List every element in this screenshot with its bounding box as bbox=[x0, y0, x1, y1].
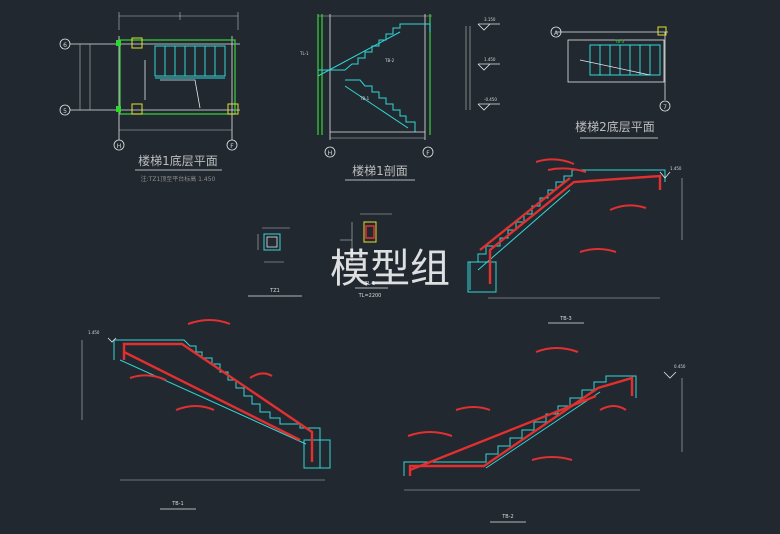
section1: TL-1 TB-2 TB-1 H F 楼梯1剖面 bbox=[299, 14, 434, 181]
tb1-detail: 1.450 TB-1 bbox=[81, 319, 331, 510]
level-mid: 1.450 bbox=[484, 57, 496, 62]
axis-F: F bbox=[226, 139, 238, 151]
section1-axis-H-label: H bbox=[328, 150, 333, 157]
plan1: 6 5 H F 楼梯1底层平面 注:TZ1顶至平台标高 1.450 bbox=[59, 12, 240, 183]
plan2-axis-7: 7 bbox=[659, 100, 671, 112]
tl1-label: TL-1 bbox=[364, 281, 376, 287]
plan2-axis-A-label: A bbox=[554, 30, 559, 37]
plan1-title: 楼梯1底层平面 bbox=[138, 153, 218, 168]
section1-label-tb1: TB-1 bbox=[359, 96, 370, 101]
axis-F-label: F bbox=[230, 143, 234, 150]
axis-H: H bbox=[113, 139, 125, 151]
section1-axis-H: H bbox=[324, 146, 336, 158]
axis-6: 6 bbox=[59, 38, 71, 50]
tb3-detail: 1.450 TB-3 bbox=[467, 158, 683, 324]
axis-5-label: 5 bbox=[63, 108, 67, 115]
tb3-level: 1.450 bbox=[670, 166, 682, 171]
tl1-note: TL=2200 bbox=[358, 293, 382, 299]
tb2-detail: 0.450 TB-2 bbox=[403, 347, 686, 523]
section1-label-tl1: TL-1 bbox=[299, 51, 309, 56]
plan2: TB-3 A 7 楼梯2底层平面 bbox=[550, 26, 671, 139]
plan1-note: 注:TZ1顶至平台标高 1.450 bbox=[141, 175, 216, 183]
tl1-detail: TL-1 TL=2200 bbox=[340, 213, 392, 299]
section1-axis-F-label: F bbox=[426, 150, 430, 157]
axis-6-label: 6 bbox=[63, 42, 67, 49]
tz1-label: TZ1 bbox=[269, 288, 280, 294]
level-top: 3.150 bbox=[484, 17, 496, 22]
section1-label-tb2: TB-2 bbox=[384, 58, 395, 63]
tb1-level: 1.450 bbox=[88, 330, 100, 335]
axis-H-label: H bbox=[117, 143, 122, 150]
section1-title: 楼梯1剖面 bbox=[352, 163, 408, 178]
tb2-title: TB-2 bbox=[501, 514, 513, 520]
tz1-detail: TZ1 bbox=[248, 227, 302, 297]
axis-5: 5 bbox=[59, 104, 71, 116]
tb3-title: TB-3 bbox=[559, 316, 571, 322]
plan2-title: 楼梯2底层平面 bbox=[575, 119, 655, 134]
tb2-level: 0.450 bbox=[674, 364, 686, 369]
tb1-title: TB-1 bbox=[171, 501, 183, 507]
watermark: 模型组 bbox=[330, 246, 450, 292]
elevation-levels: 3.150 1.450 -0.450 bbox=[465, 17, 500, 111]
section1-axis-F: F bbox=[422, 146, 434, 158]
level-bottom: -0.450 bbox=[484, 97, 497, 102]
plan2-label-tb3: TB-3 bbox=[614, 39, 625, 44]
plan2-axis-A: A bbox=[550, 26, 562, 38]
plan2-axis-7-label: 7 bbox=[663, 104, 667, 111]
